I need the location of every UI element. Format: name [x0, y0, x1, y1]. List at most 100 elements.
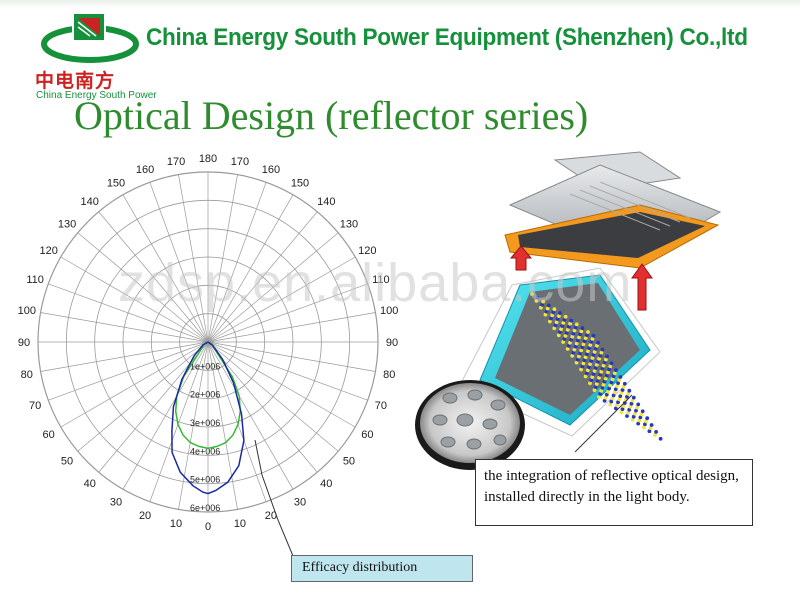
led-dot — [588, 362, 592, 366]
led-dot — [600, 347, 605, 352]
led-dot — [584, 371, 589, 376]
led-dot — [593, 346, 598, 351]
led-dot — [552, 307, 557, 312]
led-dot — [564, 331, 569, 335]
logo-english-name: China Energy South Power — [36, 90, 157, 101]
led-dot — [599, 369, 604, 374]
polar-spoke — [207, 232, 339, 343]
led-dot — [590, 375, 595, 379]
mounting-arrow-icon — [509, 245, 653, 311]
angle-tick-label: 180 — [199, 153, 217, 165]
angle-tick-label: 110 — [372, 274, 390, 286]
led-dot — [574, 360, 579, 365]
led-dot — [604, 357, 608, 362]
led-dot — [559, 327, 563, 331]
led-dot — [613, 387, 618, 392]
angle-tick-label: 130 — [340, 219, 358, 231]
led-dot — [579, 367, 583, 372]
angle-tick-label: 80 — [383, 369, 395, 381]
led-dot — [560, 324, 565, 328]
led-dot — [577, 354, 581, 359]
led-dot — [583, 336, 588, 340]
led-dot — [602, 379, 607, 384]
led-dot — [608, 364, 613, 369]
led-dot — [594, 382, 599, 386]
led-dot — [636, 402, 641, 407]
led-dot — [593, 385, 598, 389]
polar-spoke — [207, 341, 238, 510]
radial-tick-label: 3e+006 — [190, 418, 220, 428]
radial-tick-label: 4e+006 — [190, 446, 220, 456]
led-dot — [554, 320, 559, 325]
led-dot — [552, 326, 557, 331]
angle-tick-label: 160 — [136, 164, 154, 176]
led-dot — [582, 339, 587, 344]
led-dot — [583, 374, 588, 379]
led-dot — [620, 388, 625, 392]
polar-efficacy-chart: 1801701601501401301201101009080706050403… — [18, 153, 399, 530]
polar-spoke — [207, 194, 294, 343]
led-dot — [571, 350, 576, 355]
angle-tick-label: 60 — [43, 429, 55, 441]
led-dot — [589, 378, 594, 383]
led-dot — [618, 375, 623, 379]
led-dot — [589, 359, 594, 363]
led-dot — [558, 311, 562, 315]
led-dot — [622, 381, 627, 386]
led-dot — [611, 374, 616, 379]
led-dot — [653, 433, 657, 437]
angle-tick-label: 140 — [81, 196, 99, 208]
led-dot — [569, 337, 573, 342]
led-dot — [585, 333, 589, 337]
angle-tick-label: 10 — [170, 518, 182, 530]
led-dot — [596, 379, 600, 383]
led-dot — [591, 353, 596, 357]
radial-tick-label: 2e+006 — [190, 390, 220, 400]
led-dot — [590, 356, 595, 360]
angle-tick-label: 150 — [291, 178, 309, 190]
led-dot — [574, 322, 579, 327]
led-dot — [636, 421, 641, 426]
led-dot — [578, 351, 582, 356]
lens-disc — [415, 380, 525, 470]
led-dot — [575, 357, 580, 362]
polar-spoke — [122, 341, 209, 490]
polar-spoke — [48, 283, 209, 343]
angle-tick-label: 50 — [343, 455, 355, 467]
led-dot — [551, 310, 556, 315]
led-dot — [599, 350, 604, 355]
led-dot — [596, 359, 600, 364]
watermark: zdsp.en.alibaba.com — [118, 253, 633, 313]
led-dot — [631, 395, 636, 400]
led-dot — [607, 367, 612, 372]
led-dot — [563, 334, 568, 338]
led-dot — [573, 344, 578, 349]
efficacy-callout: Efficacy distribution — [291, 555, 473, 582]
led-dot — [587, 365, 591, 370]
polar-spoke — [60, 256, 209, 343]
led-dot — [619, 391, 624, 395]
led-dot — [599, 388, 604, 393]
led-dot — [553, 323, 558, 328]
radial-tick-label: 1e+006 — [190, 361, 220, 371]
led-dot — [557, 314, 561, 318]
angle-tick-label: 110 — [26, 274, 44, 286]
led-dot — [591, 372, 596, 376]
led-dot — [645, 416, 650, 421]
led-dot — [555, 317, 560, 321]
led-dot — [603, 376, 608, 381]
led-dot — [549, 316, 553, 321]
led-dot — [568, 321, 572, 326]
led-dot — [606, 370, 610, 375]
led-dot — [658, 436, 663, 441]
angle-tick-label: 70 — [29, 400, 41, 412]
led-dot — [563, 314, 568, 319]
angle-tick-label: 10 — [234, 518, 246, 530]
polar-spoke — [149, 341, 209, 502]
led-dot — [558, 330, 562, 334]
led-dot — [600, 366, 605, 371]
led-dot — [561, 321, 566, 325]
led-dot — [561, 340, 566, 344]
led-dot — [548, 319, 552, 324]
led-dot — [605, 373, 609, 378]
